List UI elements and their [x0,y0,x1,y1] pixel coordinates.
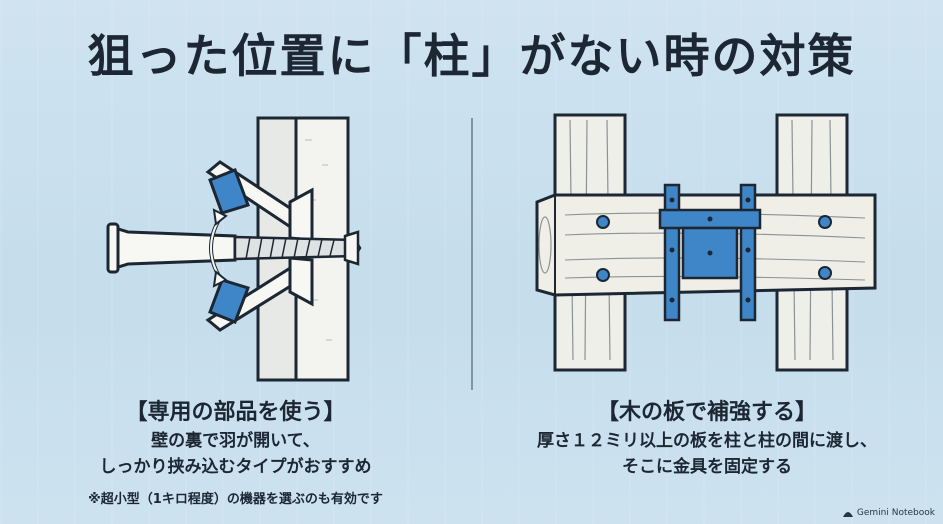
page-title: 狙った位置に「柱」がない時の対策 [87,29,856,83]
right-description-line1: 厚さ１２ミリ以上の板を柱と柱の間に渡し、 [537,431,877,451]
left-note: ※超小型（1キロ程度）の機器を選ぶのも有効です [88,492,383,507]
toggle-anchor-illustration [106,116,362,382]
left-description-line1: 壁の裏で羽が開いて、 [151,431,320,451]
left-heading: 【専用の部品を使う】 [125,400,346,425]
footer-brand-label: Gemini Notebook [856,508,935,518]
right-heading: 【木の板で補強する】 [596,400,817,425]
gemini-logo-icon [842,511,853,517]
left-description-line2: しっかり挟み込むタイプがおすすめ [99,457,372,477]
right-description-line2: そこに金具を固定する [622,457,792,477]
column-divider [471,118,473,390]
footer-brand: Gemini Notebook [842,508,935,518]
wood-board-bracket-illustration [535,113,877,372]
